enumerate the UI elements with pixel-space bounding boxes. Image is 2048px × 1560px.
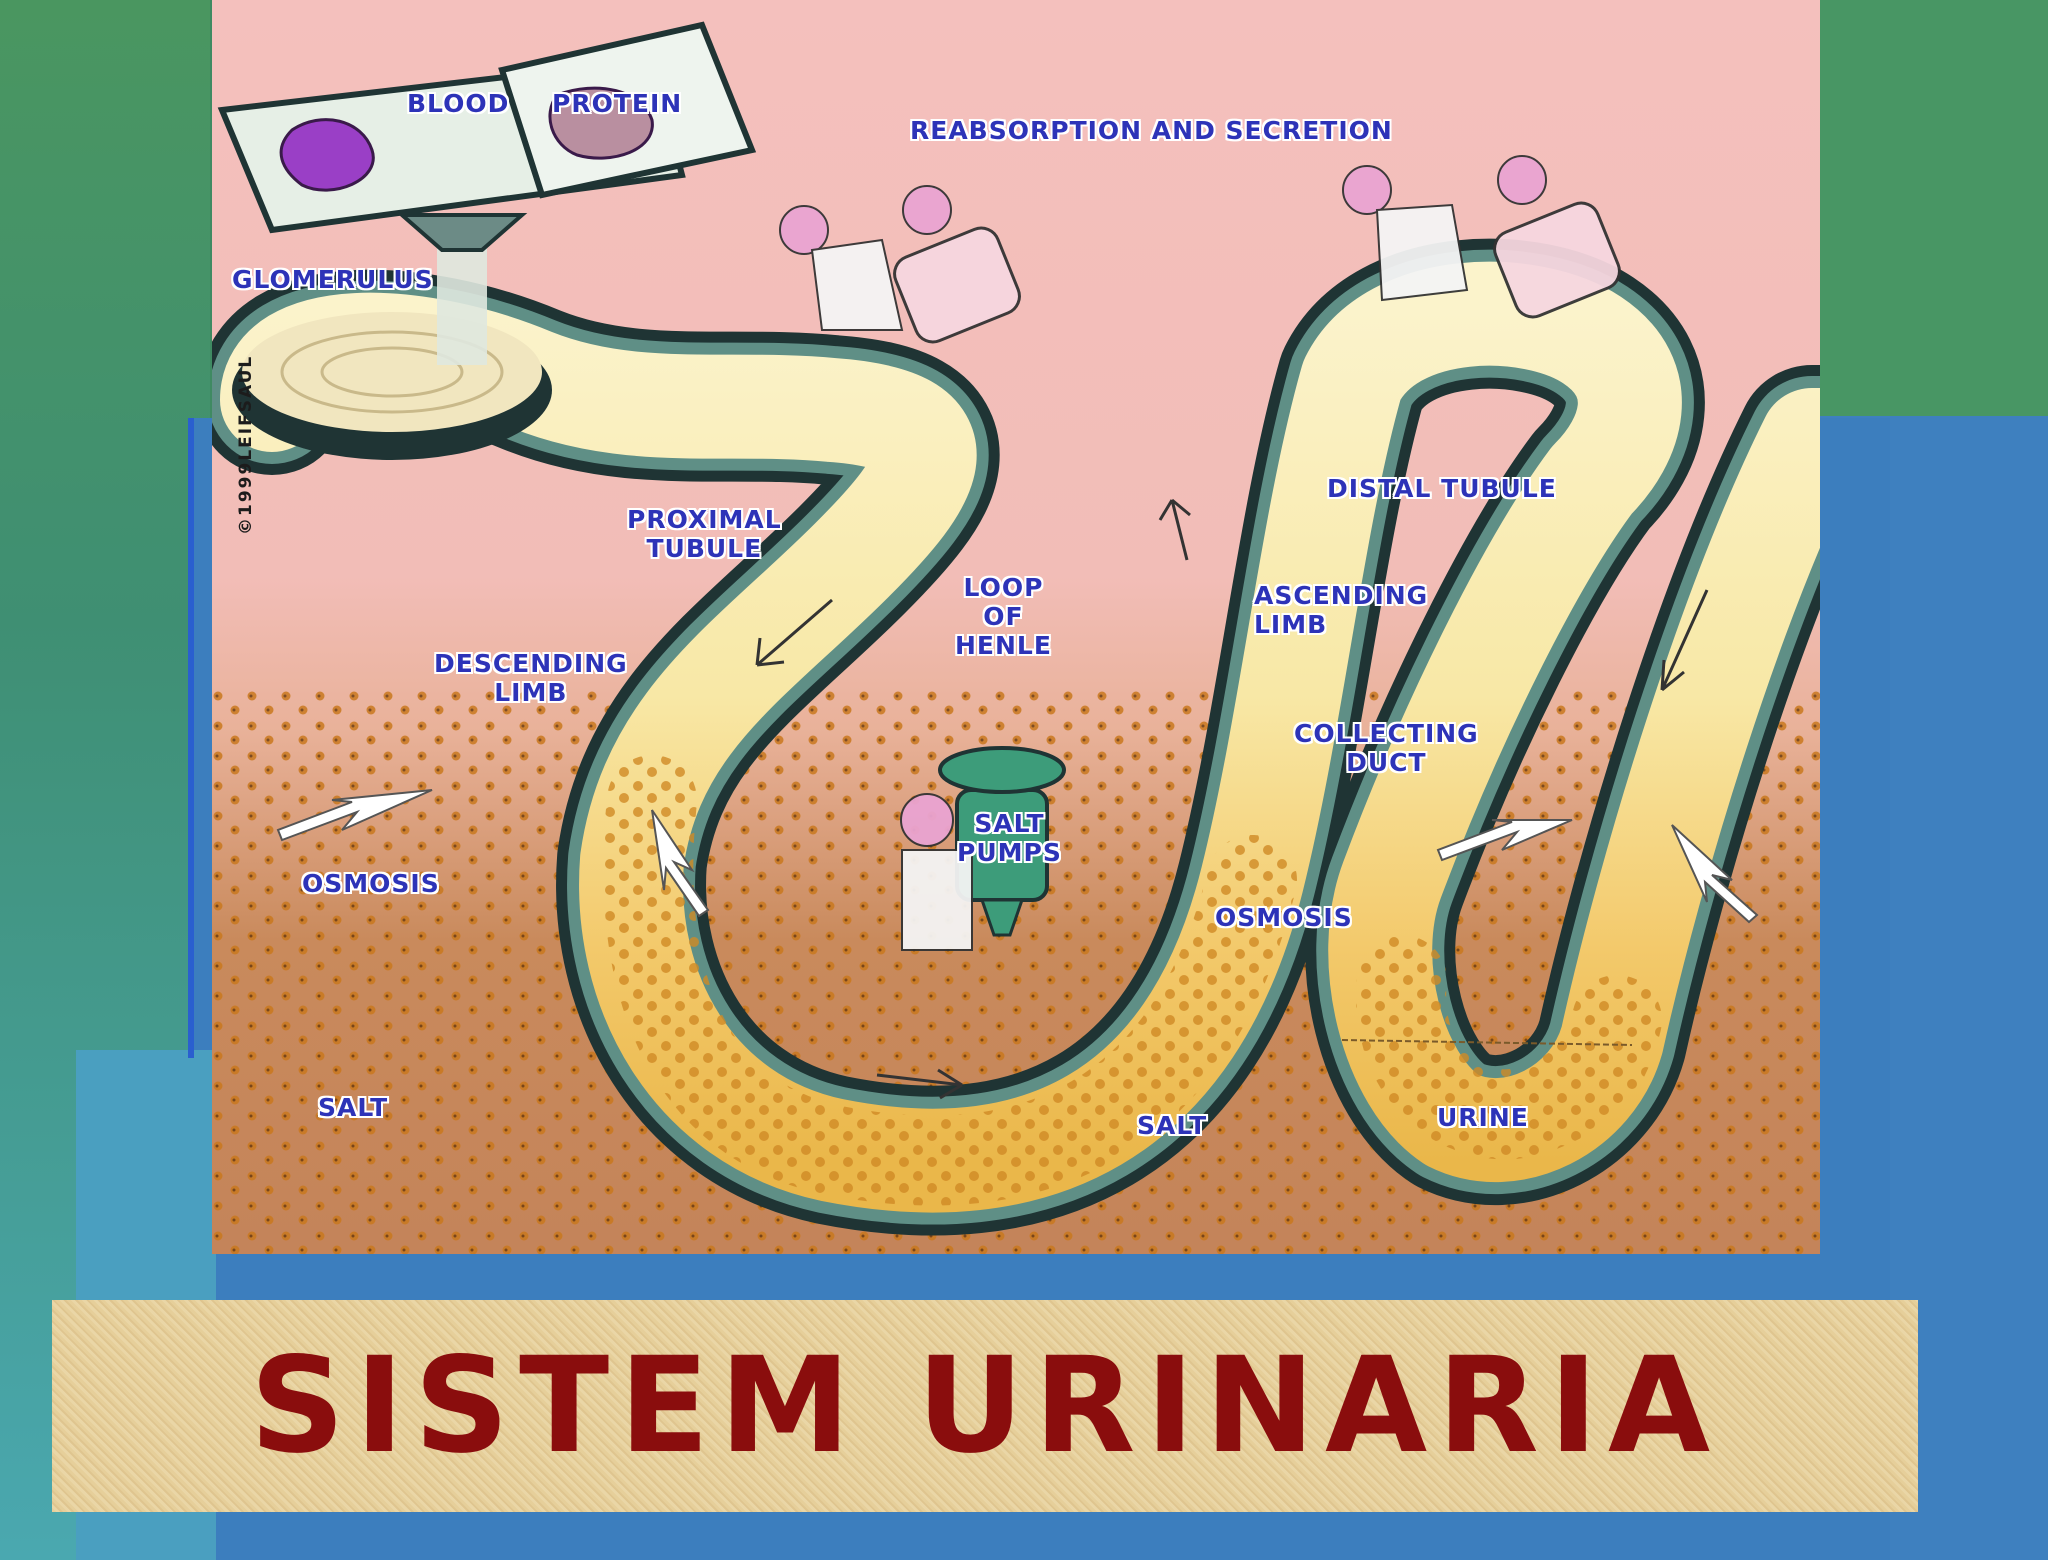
label-proximal-tubule: PROXIMAL TUBULE (627, 506, 782, 564)
label-salt-left: SALT (318, 1094, 388, 1123)
label-loop-of-henle: LOOP OF HENLE (955, 574, 1052, 660)
label-descending-limb: DESCENDING LIMB (434, 650, 628, 708)
label-distal-tubule: DISTAL TUBULE (1327, 475, 1557, 504)
label-ascending-limb: ASCENDING LIMB (1254, 582, 1428, 640)
blood-vessel-pipe (222, 25, 752, 230)
title-banner: SISTEM URINARIA (52, 1300, 1918, 1512)
label-protein: PROTEIN (552, 90, 682, 119)
slide-title: SISTEM URINARIA (250, 1329, 1720, 1483)
label-urine: URINE (1437, 1104, 1529, 1133)
label-reabsorption-secretion: REABSORPTION AND SECRETION (910, 117, 1393, 146)
background-divider-line (188, 418, 194, 1058)
label-collecting-duct: COLLECTING DUCT (1294, 720, 1479, 778)
label-blood: BLOOD (407, 90, 509, 119)
label-salt-pumps: SALT PUMPS (957, 810, 1062, 868)
label-osmosis-right: OSMOSIS (1215, 904, 1353, 933)
copyright-text: ©1999LEIFSAUL (236, 355, 256, 535)
nephron-illustration: BLOOD PROTEIN REABSORPTION AND SECRETION… (212, 0, 1820, 1254)
label-glomerulus: GLOMERULUS (232, 266, 434, 295)
label-osmosis-left: OSMOSIS (302, 870, 440, 899)
background-right-top (1820, 0, 2048, 420)
label-salt-right: SALT (1137, 1112, 1207, 1141)
